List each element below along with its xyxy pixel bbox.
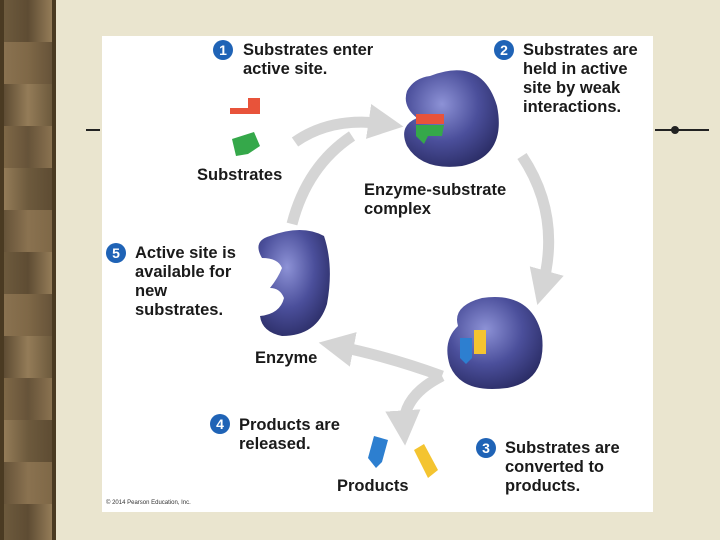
strip-segment bbox=[4, 420, 52, 462]
substrates-label: Substrates bbox=[197, 166, 283, 184]
step-3-badge: 3 bbox=[476, 438, 496, 458]
strip-segment bbox=[4, 42, 52, 84]
step-1-text: Substrates enter active site. bbox=[243, 41, 374, 78]
strip-segment bbox=[4, 126, 52, 168]
bound-product-blue bbox=[460, 338, 472, 364]
strip-segment bbox=[4, 294, 52, 336]
step-4-badge: 4 bbox=[210, 414, 230, 434]
arrow-1-to-2 bbox=[291, 104, 404, 147]
step-2-badge: 2 bbox=[494, 40, 514, 60]
strip-segment bbox=[4, 378, 52, 420]
product-yellow-shape bbox=[414, 444, 438, 478]
right-rule-line bbox=[655, 129, 709, 131]
arrow-enzyme-to-1 bbox=[286, 131, 356, 226]
copyright-notice: © 2014 Pearson Education, Inc. bbox=[106, 500, 191, 506]
complex-substrate-red bbox=[416, 114, 444, 124]
strip-segment bbox=[4, 210, 52, 252]
step-2-text: Substrates are held in active site by we… bbox=[523, 41, 638, 116]
enzyme-shape bbox=[258, 230, 330, 336]
product-enzyme-shape bbox=[447, 297, 543, 390]
strip-segment bbox=[4, 504, 52, 540]
strip-segment bbox=[4, 336, 52, 378]
arrow-3-to-products bbox=[385, 371, 445, 446]
step-4-text: Products are released. bbox=[239, 416, 340, 453]
bound-product-yellow bbox=[474, 330, 486, 354]
arrow-3-to-enzyme bbox=[318, 332, 444, 382]
strip-segment bbox=[4, 462, 52, 504]
strip-segment bbox=[4, 252, 52, 294]
enzyme-cycle-figure: 1 Substrates enter active site. 2 Substr… bbox=[102, 36, 653, 512]
substrate-red-shape bbox=[230, 98, 260, 114]
step-1-badge: 1 bbox=[213, 40, 233, 60]
strip-segment bbox=[4, 168, 52, 210]
step-5-badge: 5 bbox=[106, 243, 126, 263]
products-label: Products bbox=[337, 477, 409, 495]
product-blue-shape bbox=[368, 436, 388, 468]
step-5-text: Active site is available for new substra… bbox=[135, 244, 236, 319]
enzyme-substrate-complex-label: Enzyme-substrate complex bbox=[364, 181, 507, 218]
arrow-2-to-3 bbox=[517, 152, 564, 305]
left-rule-line bbox=[86, 129, 100, 131]
complex-substrate-green bbox=[416, 125, 444, 144]
strip-segment bbox=[4, 0, 52, 42]
left-decorative-strip bbox=[0, 0, 56, 540]
cycle-drawing bbox=[230, 70, 564, 478]
strip-segment bbox=[4, 84, 52, 126]
rule-marker-dot bbox=[671, 126, 679, 134]
enzyme-label: Enzyme bbox=[255, 349, 318, 367]
complex-enzyme-shape bbox=[404, 70, 499, 167]
substrate-green-shape bbox=[232, 132, 260, 156]
step-3-text: Substrates are converted to products. bbox=[505, 439, 620, 495]
strip-texture bbox=[4, 0, 52, 540]
